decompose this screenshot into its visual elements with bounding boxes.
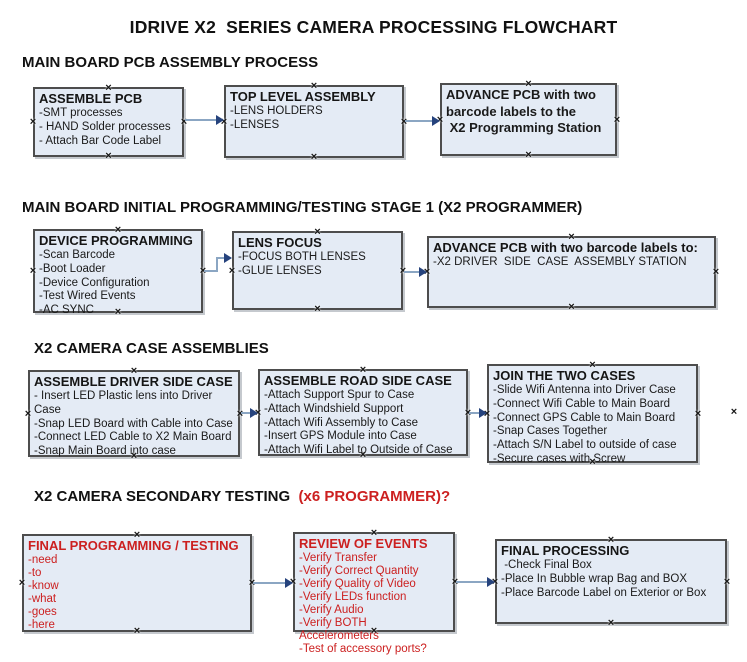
connector-handle-icon	[693, 409, 703, 419]
box-title: ASSEMBLE DRIVER SIDE CASE	[34, 374, 233, 389]
box-assemble-road-side-case[interactable]: ASSEMBLE ROAD SIDE CASE -Attach Support …	[258, 369, 468, 456]
section-heading-secondary-testing: X2 CAMERA SECONDARY TESTING (x6 PROGRAMM…	[34, 488, 450, 505]
box-review-of-events[interactable]: REVIEW OF EVENTS -Verify Transfer -Verif…	[293, 532, 455, 655]
box-title: ASSEMBLE ROAD SIDE CASE	[264, 373, 452, 388]
arrow-line	[241, 412, 250, 414]
box-lens-focus[interactable]: LENS FOCUS -FOCUS BOTH LENSES -GLUE LENS…	[232, 231, 403, 310]
section-heading-pcb-assembly: MAIN BOARD PCB ASSEMBLY PROCESS	[22, 54, 318, 71]
box-title: LENS FOCUS	[238, 235, 322, 250]
arrow-line	[204, 270, 218, 272]
connector-handle-icon	[17, 578, 27, 588]
arrow-head-icon	[285, 578, 293, 588]
box-items: -LENS HOLDERS -LENSES	[230, 105, 323, 131]
connector-handle-icon	[606, 618, 616, 628]
box-assemble-driver-side-case[interactable]: ASSEMBLE DRIVER SIDE CASE - Insert LED P…	[28, 370, 240, 457]
box-title: DEVICE PROGRAMMING	[39, 233, 193, 248]
box-items: - Insert LED Plastic lens into Driver Ca…	[34, 390, 233, 458]
arrow-line	[404, 271, 419, 273]
box-advance-pcb-programming-station[interactable]: ADVANCE PCB with two barcode labels to t…	[440, 83, 617, 156]
connector-handle-icon	[23, 409, 33, 419]
box-items: -Scan Barcode -Boot Loader -Device Confi…	[39, 249, 150, 317]
box-title: JOIN THE TWO CASES	[493, 368, 636, 383]
arrow-line	[469, 412, 479, 414]
connector-handle-icon	[722, 577, 732, 587]
box-assemble-pcb[interactable]: ASSEMBLE PCB -SMT processes - HAND Solde…	[33, 87, 184, 157]
section-heading-red-text: (x6 PROGRAMMER)?	[290, 488, 451, 505]
connector-handle-icon	[524, 150, 534, 160]
box-items: ADVANCE PCB with two barcode labels to t…	[446, 87, 602, 135]
arrow-head-icon	[250, 408, 258, 418]
box-items: -need -to -know -what -goes -here	[28, 554, 59, 631]
page-title: IDRIVE X2 SERIES CAMERA PROCESSING FLOWC…	[129, 17, 618, 37]
box-items: -Attach Support Spur to Case -Attach Win…	[264, 389, 453, 457]
box-title: REVIEW OF EVENTS	[299, 536, 428, 551]
box-items: -X2 DRIVER SIDE CASE ASSEMBLY STATION	[433, 256, 687, 268]
section-heading-case-assemblies: X2 CAMERA CASE ASSEMBLIES	[34, 340, 269, 357]
arrow-head-icon	[479, 408, 487, 418]
box-items: -FOCUS BOTH LENSES -GLUE LENSES	[238, 251, 366, 277]
connector-handle-icon	[729, 407, 739, 417]
arrow-head-icon	[487, 577, 495, 587]
arrow-line	[405, 120, 432, 122]
connector-handle-icon	[28, 117, 38, 127]
arrow-head-icon	[432, 116, 440, 126]
box-top-level-assembly[interactable]: TOP LEVEL ASSEMBLY -LENS HOLDERS -LENSES	[224, 85, 404, 158]
box-title: TOP LEVEL ASSEMBLY	[230, 89, 376, 104]
box-title: ADVANCE PCB with two barcode labels to:	[433, 240, 698, 255]
box-device-programming[interactable]: DEVICE PROGRAMMING -Scan Barcode -Boot L…	[33, 229, 203, 316]
box-title: FINAL PROCESSING	[501, 543, 630, 558]
arrow-line	[456, 581, 487, 583]
box-title: FINAL PROGRAMMING / TESTING	[28, 538, 239, 553]
section-heading-text: X2 CAMERA SECONDARY TESTING	[34, 488, 291, 505]
box-items: -SMT processes - HAND Solder processes -…	[39, 107, 171, 147]
arrow-line	[216, 257, 218, 272]
arrow-head-icon	[419, 267, 427, 277]
connector-handle-icon	[567, 302, 577, 312]
box-final-processing[interactable]: FINAL PROCESSING -Check Final Box -Place…	[495, 539, 727, 624]
arrow-head-icon	[224, 253, 232, 263]
connector-handle-icon	[28, 266, 38, 276]
box-join-the-two-cases[interactable]: JOIN THE TWO CASES -Slide Wifi Antenna i…	[487, 364, 698, 465]
connector-handle-icon	[612, 115, 622, 125]
arrow-head-icon	[216, 115, 224, 125]
connector-handle-icon	[313, 304, 323, 314]
box-items: -Verify Transfer -Verify Correct Quantit…	[299, 552, 427, 655]
arrow-line	[216, 257, 224, 259]
section-heading-text: MAIN BOARD INITIAL PROGRAMMING/TESTING S…	[22, 199, 583, 216]
section-heading-text: X2 CAMERA CASE ASSEMBLIES	[34, 340, 269, 357]
box-final-programming-testing[interactable]: FINAL PROGRAMMING / TESTING -need -to -k…	[22, 534, 252, 632]
connector-handle-icon	[227, 266, 237, 276]
box-title: ASSEMBLE PCB	[39, 91, 143, 106]
arrow-line	[253, 582, 285, 584]
box-items: -Slide Wifi Antenna into Driver Case -Co…	[493, 384, 677, 465]
box-items: -Check Final Box -Place In Bubble wrap B…	[501, 559, 707, 599]
box-advance-pcb-driver-side-station[interactable]: ADVANCE PCB with two barcode labels to: …	[427, 236, 716, 308]
connector-handle-icon	[711, 267, 721, 277]
connector-handle-icon	[104, 151, 114, 161]
section-heading-initial-programming: MAIN BOARD INITIAL PROGRAMMING/TESTING S…	[22, 199, 582, 216]
connector-handle-icon	[309, 152, 319, 162]
arrow-line	[185, 119, 216, 121]
section-heading-text: MAIN BOARD PCB ASSEMBLY PROCESS	[22, 54, 319, 71]
